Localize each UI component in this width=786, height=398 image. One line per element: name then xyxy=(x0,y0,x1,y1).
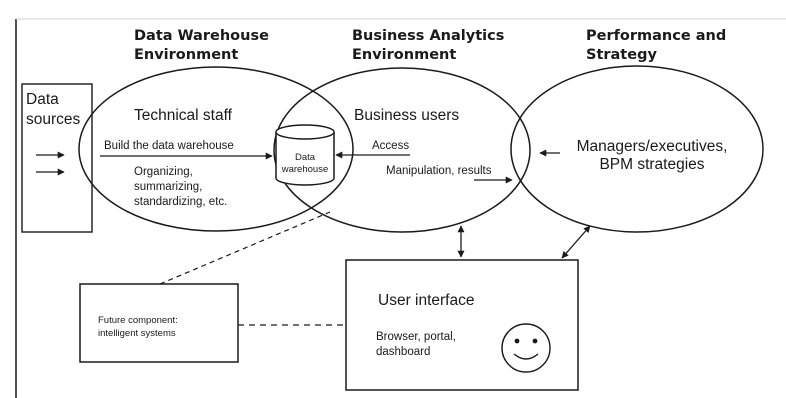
future-component-label-line2: intelligent systems xyxy=(98,328,176,339)
data-sources-box: Data sources xyxy=(21,83,93,233)
data-warehouse-cylinder: Data warehouse xyxy=(275,124,335,186)
activity-organizing: Organizing, xyxy=(134,166,193,178)
svg-text:Performance and: Performance and xyxy=(586,28,726,44)
build-data-warehouse-label: Build the data warehouse xyxy=(104,140,234,152)
user-interface-title: User interface xyxy=(378,292,474,309)
bpm-strategies-label: BPM strategies xyxy=(599,156,704,173)
data-sources-label-line1: Data xyxy=(26,91,59,108)
ui-detail-line1: Browser, portal, xyxy=(376,331,456,343)
user-interface-box: User interface Browser, portal, dashboar… xyxy=(345,259,579,391)
ui-detail-line2: dashboard xyxy=(376,346,430,358)
data-warehouse-label-line1: Data xyxy=(295,152,316,163)
svg-text:Environment: Environment xyxy=(134,47,238,63)
svg-text:Data Warehouse: Data Warehouse xyxy=(134,28,269,44)
activity-summarizing: summarizing, xyxy=(134,181,202,193)
activity-standardizing: standardizing, etc. xyxy=(134,196,227,208)
data-sources-rect xyxy=(21,83,93,233)
manipulation-results-label: Manipulation, results xyxy=(386,165,492,177)
future-to-warehouse-dashed-line xyxy=(159,211,331,285)
performance-strategy-ellipse xyxy=(510,65,764,233)
strategy-ui-bidirectional-arrow xyxy=(561,225,591,259)
svg-text:Business Analytics: Business Analytics xyxy=(352,28,504,44)
data-sources-label-line2: sources xyxy=(26,111,81,128)
data-warehouse-environment-ellipse xyxy=(78,66,354,232)
cylinder-top xyxy=(275,124,335,140)
business-users-label: Business users xyxy=(354,107,459,124)
future-component-box: Future component: intelligent systems xyxy=(79,283,239,363)
managers-executives-label: Managers/executives, xyxy=(577,138,728,155)
smiley-face-icon xyxy=(501,323,551,373)
user-interface-rect xyxy=(345,259,579,391)
future-component-label-line1: Future component: xyxy=(98,315,178,326)
data-warehouse-label-line2: warehouse xyxy=(281,164,328,175)
svg-text:Strategy: Strategy xyxy=(586,47,657,63)
svg-text:Environment: Environment xyxy=(352,47,456,63)
header-data-warehouse-environment: Data Warehouse Environment xyxy=(134,28,269,63)
future-component-rect xyxy=(79,283,239,363)
cylinder-body xyxy=(275,132,335,186)
business-analytics-environment-ellipse xyxy=(273,67,531,233)
header-business-analytics-environment: Business Analytics Environment xyxy=(352,28,504,63)
header-performance-and-strategy: Performance and Strategy xyxy=(586,28,726,63)
technical-staff-label: Technical staff xyxy=(134,107,233,124)
access-label: Access xyxy=(372,140,409,152)
